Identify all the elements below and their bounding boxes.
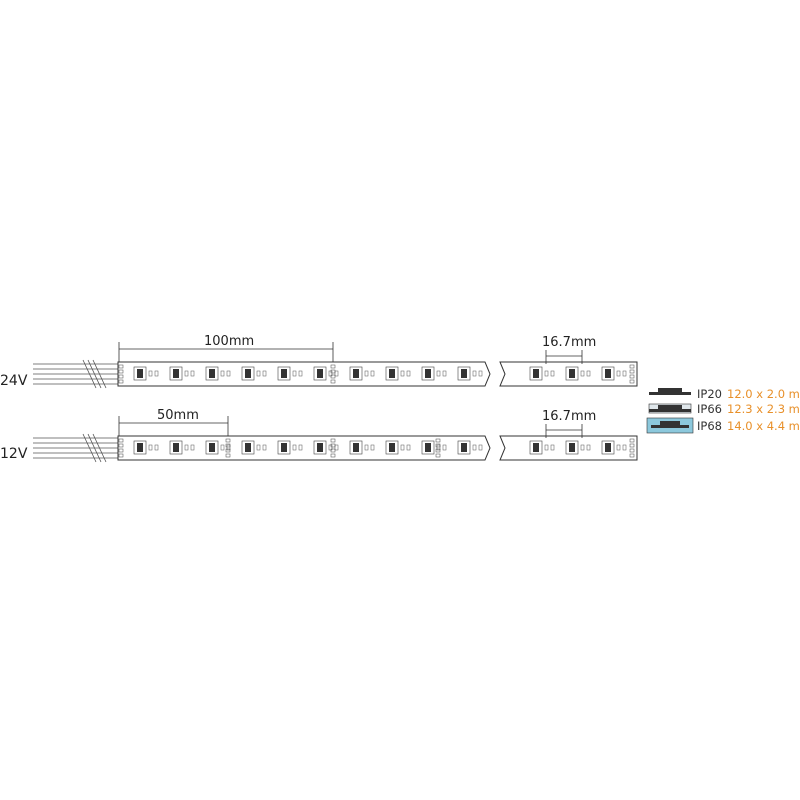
cut-point bbox=[435, 438, 441, 458]
voltage-label-24v: 24V bbox=[0, 373, 28, 389]
strip-body-12v bbox=[117, 435, 638, 461]
led-chip bbox=[169, 366, 195, 381]
led-chip bbox=[385, 440, 411, 455]
led-chip bbox=[241, 440, 267, 455]
led-chip bbox=[133, 440, 159, 455]
legend-size-ip68: 14.0 x 4.4 mm bbox=[727, 419, 800, 433]
led-chip bbox=[349, 366, 375, 381]
led-chip bbox=[349, 440, 375, 455]
ip66-profile-icon bbox=[648, 403, 692, 414]
led-chip bbox=[421, 366, 447, 381]
led-chip bbox=[313, 366, 339, 381]
led-chip bbox=[205, 366, 231, 381]
strip-body-24v bbox=[117, 361, 638, 387]
dimension-12v bbox=[118, 416, 229, 436]
legend-rating-ip20: IP20 bbox=[697, 387, 722, 401]
cut-point bbox=[330, 438, 336, 458]
legend-item-ip68: IP68 14.0 x 4.4 mm bbox=[646, 417, 800, 434]
pitch-label-24v: 16.7mm bbox=[542, 335, 596, 350]
legend-size-ip66: 12.3 x 2.3 mm bbox=[727, 402, 800, 416]
led-chip bbox=[385, 366, 411, 381]
legend-rating-ip68: IP68 bbox=[697, 419, 722, 433]
legend-size-ip20: 12.0 x 2.0 mm bbox=[727, 387, 800, 401]
wires-12v bbox=[33, 433, 118, 463]
led-chips-24v bbox=[118, 364, 635, 384]
pitch-label-12v: 16.7mm bbox=[542, 409, 596, 424]
strip-12v: 12V 50mm 16.7mm bbox=[0, 408, 638, 463]
ip20-profile-icon bbox=[649, 388, 691, 395]
led-chip bbox=[241, 366, 267, 381]
led-chips-12v bbox=[118, 438, 635, 458]
voltage-label-12v: 12V bbox=[0, 446, 28, 462]
led-chip bbox=[529, 440, 555, 455]
led-chip bbox=[169, 440, 195, 455]
cut-point bbox=[629, 438, 635, 458]
wires-24v bbox=[33, 359, 119, 389]
strip-24v: 24V 100mm 16.7mm bbox=[0, 334, 638, 389]
cut-point bbox=[118, 364, 124, 384]
led-chip bbox=[313, 440, 339, 455]
led-chip bbox=[133, 366, 159, 381]
ip68-profile-icon bbox=[646, 417, 694, 434]
legend-rating-ip66: IP66 bbox=[697, 402, 722, 416]
dimension-24v bbox=[118, 342, 334, 362]
led-chip bbox=[601, 366, 627, 381]
cut-point bbox=[629, 364, 635, 384]
dimension-label-12v: 50mm bbox=[157, 408, 199, 423]
led-chip bbox=[565, 440, 591, 455]
led-chip bbox=[565, 366, 591, 381]
led-chip bbox=[277, 366, 303, 381]
pitch-24v bbox=[545, 350, 583, 364]
led-chip bbox=[421, 440, 447, 455]
cut-point bbox=[225, 438, 231, 458]
led-chip bbox=[529, 366, 555, 381]
cut-point bbox=[330, 364, 336, 384]
cut-point bbox=[118, 438, 124, 458]
led-chip bbox=[205, 440, 231, 455]
dimension-label-24v: 100mm bbox=[204, 334, 254, 349]
legend-item-ip20: IP20 12.0 x 2.0 mm bbox=[649, 387, 800, 401]
led-chip bbox=[457, 440, 483, 455]
ip-legend: IP20 12.0 x 2.0 mm IP66 12.3 x 2.3 mm IP… bbox=[646, 387, 800, 434]
led-chip bbox=[457, 366, 483, 381]
led-chip bbox=[277, 440, 303, 455]
pitch-12v bbox=[545, 424, 583, 438]
legend-item-ip66: IP66 12.3 x 2.3 mm bbox=[648, 402, 800, 416]
led-chip bbox=[601, 440, 627, 455]
